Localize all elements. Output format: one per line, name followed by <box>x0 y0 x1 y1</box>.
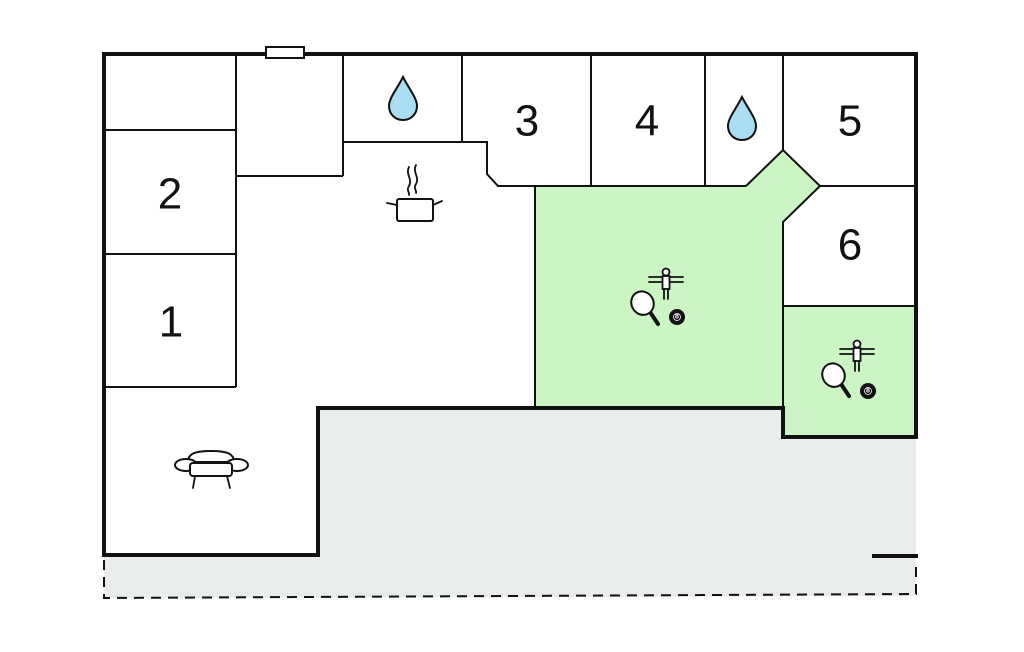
room-6-label: 6 <box>838 221 862 270</box>
billiard-ball-icon: 8 <box>860 383 876 399</box>
billiard-ball-label: 8 <box>866 388 870 395</box>
billiard-ball-label: 8 <box>675 314 679 321</box>
water-drop-icon <box>387 74 419 122</box>
interior-walls <box>104 54 916 408</box>
foosball-icon <box>839 339 875 372</box>
sofa-icon <box>174 449 249 489</box>
game-room-small <box>783 306 916 437</box>
room-2-label: 2 <box>158 170 182 219</box>
room-4-label: 4 <box>635 97 659 146</box>
window <box>265 46 305 59</box>
billiard-ball-icon: 8 <box>669 309 685 325</box>
room-1-label: 1 <box>159 298 183 347</box>
room-5-label: 5 <box>838 97 862 146</box>
game-room-large <box>535 150 820 408</box>
table-tennis-icon <box>821 362 851 398</box>
outer-wall <box>102 52 918 557</box>
water-drop-icon <box>726 94 758 142</box>
terrace-area <box>104 408 916 598</box>
table-tennis-icon <box>630 290 660 326</box>
terrace-dashed-edge <box>103 560 917 600</box>
cooking-pot-icon <box>386 164 443 222</box>
foosball-icon <box>648 267 684 300</box>
room-3-label: 3 <box>515 97 539 146</box>
